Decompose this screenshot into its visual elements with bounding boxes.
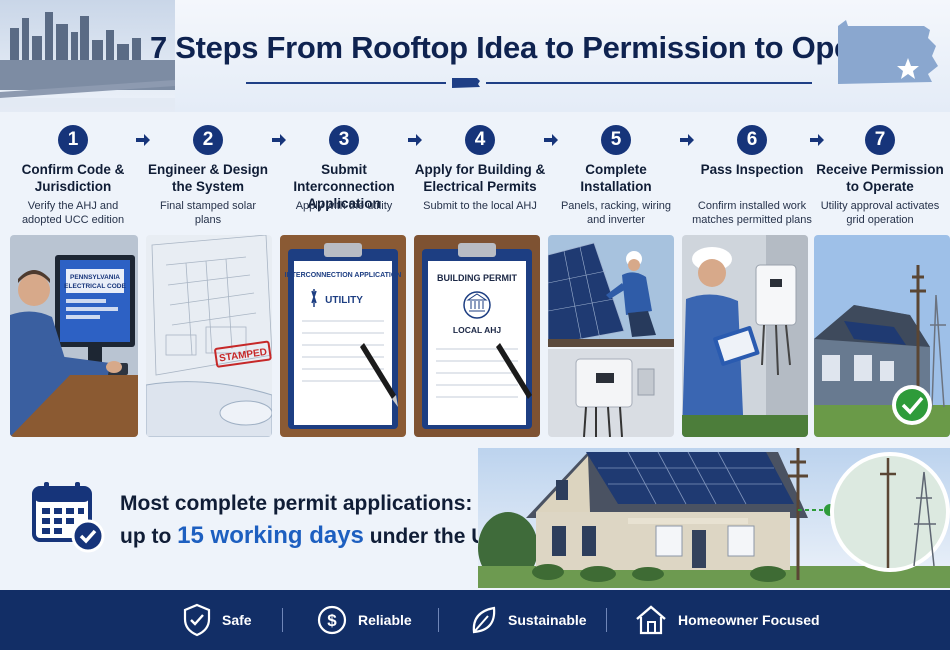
- step-description: Panels, racking, wiring and inverter: [560, 200, 672, 226]
- step-3-photo-interconnection-clipboard: INTERCONNECTION APPLICATION UTILITY: [280, 235, 406, 437]
- approval-timeline-callout: Most complete permit applications: up to…: [0, 448, 950, 588]
- step-number-badge: 5: [601, 125, 631, 155]
- footer-label: Homeowner Focused: [678, 612, 820, 628]
- arrow-right-icon: [272, 134, 286, 146]
- step-title: Engineer & Design the System: [147, 162, 269, 194]
- step-title: Submit Interconnection Application: [293, 162, 395, 211]
- arrow-right-icon: [810, 134, 824, 146]
- step-description: Confirm installed work matches permitted…: [692, 200, 812, 226]
- step-number-badge: 4: [465, 125, 495, 155]
- step-title: Confirm Code & Jurisdiction: [21, 162, 125, 194]
- utility-text: UTILITY: [325, 295, 363, 306]
- step-description: Apply with the utility: [295, 200, 393, 212]
- house-icon: [636, 605, 666, 635]
- footer-divider: [282, 608, 283, 632]
- working-days-highlight: 15 working days: [177, 522, 364, 549]
- steps-row: 1 Confirm Code & Jurisdiction Verify the…: [0, 115, 950, 445]
- step-description: Final stamped solar plans: [160, 200, 256, 226]
- header: 7 Steps From Rooftop Idea to Permission …: [0, 0, 950, 112]
- step-title: Pass Inspection: [700, 162, 804, 177]
- step-7-photo-permission-granted: [814, 235, 950, 437]
- step-number-badge: 3: [329, 125, 359, 155]
- footer-label: Sustainable: [508, 612, 587, 628]
- step-4-photo-building-permit: BUILDING PERMIT LOCAL AHJ: [414, 235, 540, 437]
- step-number-badge: 2: [193, 125, 223, 155]
- pennsylvania-map-icon: [838, 20, 938, 84]
- svg-text:$: $: [327, 611, 337, 630]
- footer-item-safe: Safe: [182, 602, 252, 638]
- step-title: Receive Permission to Operate: [816, 162, 944, 194]
- title-underline: [246, 76, 812, 90]
- interconnection-application-text: INTERCONNECTION APPLICATION: [285, 272, 402, 279]
- building-permit-text: BUILDING PERMIT: [437, 273, 518, 283]
- callout-text: Most complete permit applications: up to…: [120, 488, 517, 553]
- shield-check-icon: [183, 603, 211, 637]
- step-4: 4 Apply for Building & Electrical Permit…: [412, 115, 548, 239]
- leaf-icon: [472, 606, 496, 634]
- step-2: 2 Engineer & Design the System Final sta…: [140, 115, 276, 239]
- footer-label: Reliable: [358, 612, 412, 628]
- step-number-badge: 7: [865, 125, 895, 155]
- footer-item-reliable: $ Reliable: [316, 602, 412, 638]
- arrow-right-icon: [408, 134, 422, 146]
- step-number-badge: 1: [58, 125, 88, 155]
- local-ahj-text: LOCAL AHJ: [453, 325, 501, 335]
- callout-line-1: Most complete permit applications:: [120, 492, 473, 515]
- step-1: 1 Confirm Code & Jurisdiction Verify the…: [5, 115, 141, 239]
- step-description: Utility approval activates grid operatio…: [820, 200, 940, 226]
- step-description: Submit to the local AHJ: [423, 200, 537, 212]
- pennsylvania-icon: [452, 78, 480, 88]
- svg-text:ELECTRICAL CODE: ELECTRICAL CODE: [64, 283, 126, 290]
- footer-divider: [606, 608, 607, 632]
- step-1-photo-code-review: PENNSYLVANIA ELECTRICAL CODE: [10, 235, 138, 437]
- step-6: 6 Pass Inspection Confirm installed work…: [684, 115, 820, 239]
- arrow-right-icon: [136, 134, 150, 146]
- footer-item-homeowner-focused: Homeowner Focused: [634, 602, 820, 638]
- step-description: Verify the AHJ and adopted UCC edition: [21, 200, 125, 226]
- step-title: Apply for Building & Electrical Permits: [414, 162, 546, 194]
- solar-house-illustration: [478, 448, 950, 588]
- step-2-photo-stamped-plans: STAMPED: [146, 235, 272, 437]
- calendar-check-icon: [32, 482, 105, 553]
- footer-divider: [438, 608, 439, 632]
- arrow-right-icon: [544, 134, 558, 146]
- step-title: Complete Installation: [580, 162, 652, 194]
- step-5: 5 Complete Installation Panels, racking,…: [548, 115, 684, 239]
- page-title: 7 Steps From Rooftop Idea to Permission …: [150, 30, 907, 65]
- step-6-photo-inspection: [682, 235, 808, 437]
- step-3: 3 Submit Interconnection Application App…: [276, 115, 412, 239]
- check-icon: [901, 396, 924, 415]
- footer-values-bar: Safe $ Reliable Sustainable Homeowner Fo…: [0, 590, 950, 650]
- step-7: 7 Receive Permission to Operate Utility …: [812, 115, 948, 239]
- footer-item-sustainable: Sustainable: [468, 602, 587, 638]
- footer-label: Safe: [222, 612, 252, 628]
- step-5-photo-installation: [548, 235, 674, 437]
- city-skyline-image: [0, 0, 175, 112]
- arrow-right-icon: [680, 134, 694, 146]
- dollar-badge-icon: $: [317, 605, 347, 635]
- svg-text:PENNSYLVANIA: PENNSYLVANIA: [70, 274, 120, 281]
- step-number-badge: 6: [737, 125, 767, 155]
- callout-line-2: up to 15 working days under the UCC: [120, 522, 517, 549]
